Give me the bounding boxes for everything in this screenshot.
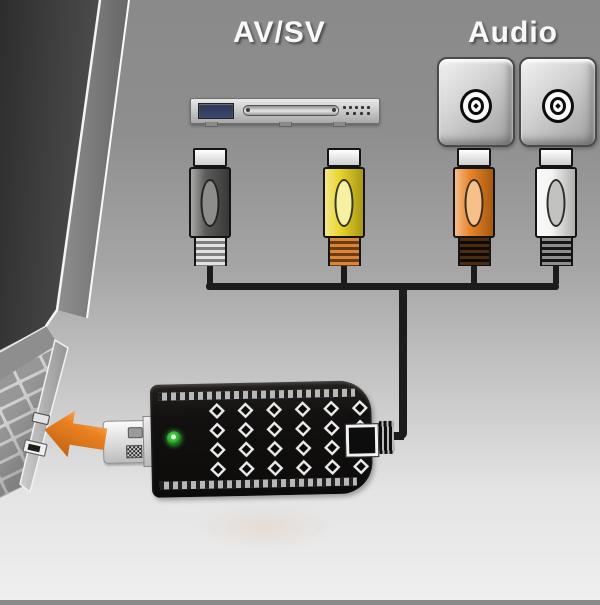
dongle-body (149, 380, 395, 498)
dongle-av-input-port (344, 423, 380, 458)
laptop-screen-back (0, 0, 100, 350)
plug-barrel (539, 238, 573, 266)
dongle-cable-collar (378, 420, 395, 455)
laptop-hinge (0, 326, 58, 382)
plug-barrel (193, 238, 227, 266)
dongle-diamond-pattern (202, 398, 376, 480)
plug-metal-tip (327, 148, 361, 167)
cable-trunk-horizontal (388, 432, 404, 440)
dvd-foot (279, 122, 292, 127)
usb-plug (102, 419, 148, 464)
faint-watermark (195, 505, 335, 550)
audio-jack-plate-right (519, 57, 597, 147)
plug-barrel (327, 238, 361, 266)
s-video-plug (188, 148, 232, 284)
plug-metal-tip (457, 148, 491, 167)
dvd-foot (333, 122, 346, 127)
plug-cable (471, 266, 477, 284)
laptop-screen-edge (57, 0, 129, 318)
dvd-player-illustration (190, 98, 380, 127)
dongle-grip-texture-bottom (159, 477, 357, 490)
audio-jack-plate-left (437, 57, 515, 147)
laptop-illustration (0, 0, 130, 498)
rca-jack-socket (542, 89, 574, 123)
audio-left-plug (534, 148, 578, 284)
dvd-buttons (343, 104, 371, 117)
composite-video-plug (322, 148, 366, 284)
plug-cable (341, 266, 347, 284)
usb-logo-icon (127, 427, 143, 439)
usb-contact-grid (126, 445, 143, 459)
dvd-foot (205, 122, 218, 127)
plug-cable (553, 266, 559, 284)
audio-right-plug (452, 148, 496, 284)
dvd-display (198, 103, 234, 119)
power-led (166, 431, 182, 446)
label-av-sv: AV/SV (233, 16, 326, 49)
plug-metal-tip (193, 148, 227, 167)
cable-bus (206, 283, 559, 290)
label-audio: Audio (468, 16, 558, 49)
laptop-usb-ports (22, 411, 51, 457)
plug-barrel (457, 238, 491, 266)
plug-metal-tip (539, 148, 573, 167)
rca-jack-socket (460, 89, 492, 123)
dvd-disc-tray (243, 105, 339, 116)
plug-cable (207, 266, 213, 284)
cable-trunk-vertical (399, 286, 407, 439)
